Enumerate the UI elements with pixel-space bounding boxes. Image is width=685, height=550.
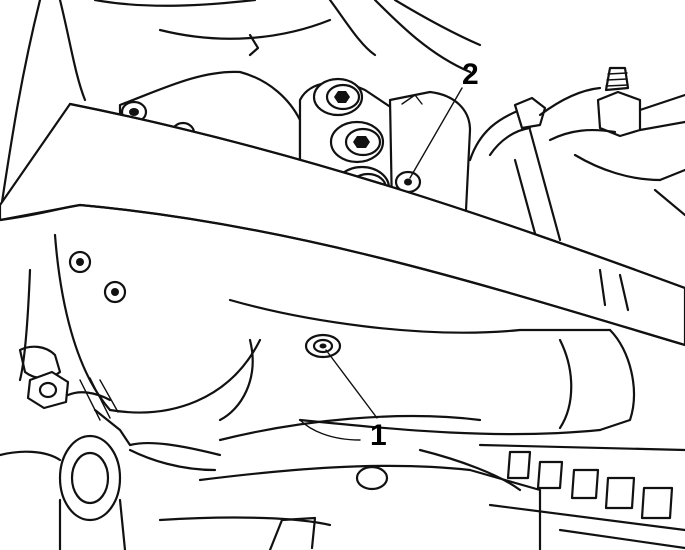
leader-line-1 xyxy=(325,349,378,419)
upper-housing xyxy=(0,0,482,217)
socket-bolt-top xyxy=(312,77,364,117)
lower-left-hardware xyxy=(0,370,222,550)
leader-line-2 xyxy=(409,87,463,179)
socket-bolt-middle xyxy=(329,120,385,164)
floor-pan xyxy=(158,415,542,550)
crossmember-beam xyxy=(0,102,685,347)
cylindrical-housing xyxy=(218,298,636,441)
stud-bolt xyxy=(538,66,685,217)
drain-plug xyxy=(355,465,389,491)
callout-label-2: 2 xyxy=(462,58,479,91)
callout-label-1: 1 xyxy=(370,419,387,452)
bolt-1 xyxy=(304,333,342,359)
grille-slots xyxy=(478,443,685,550)
